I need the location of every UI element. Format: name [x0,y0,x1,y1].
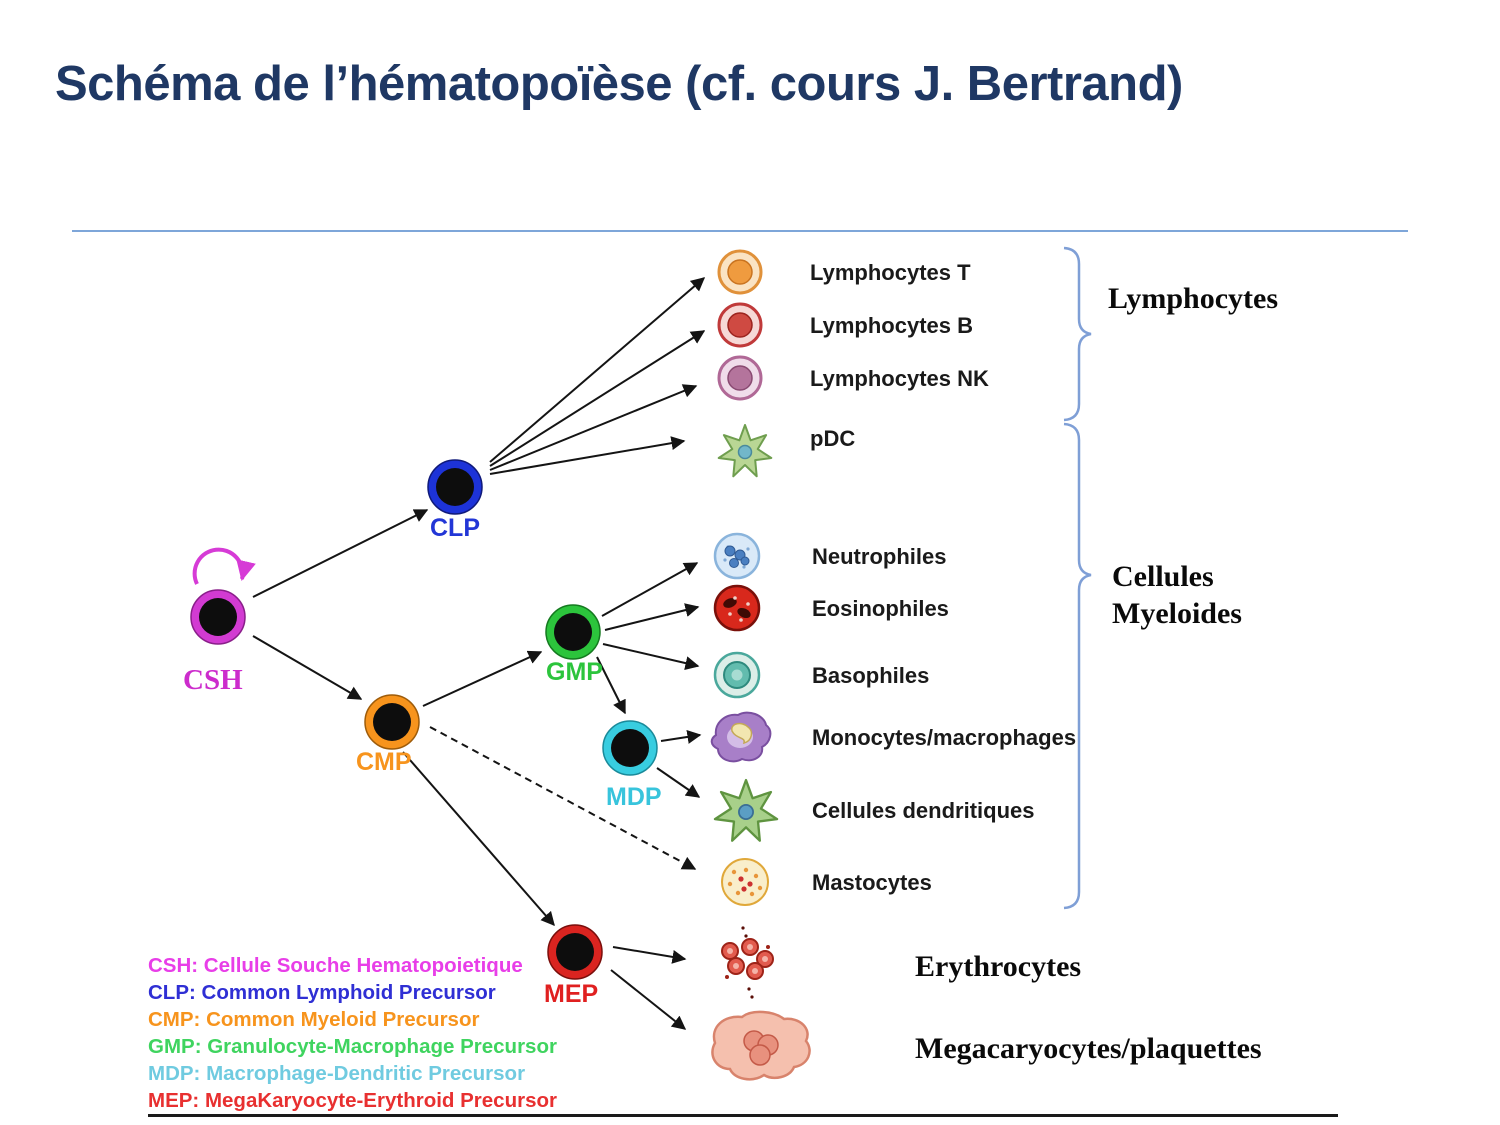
bottom-divider [148,1114,1338,1117]
legend-item-mdp: MDP: Macrophage-Dendritic Precursor [148,1062,526,1085]
arrow-gmp-neutrophile [601,562,699,617]
csh-cell [190,547,256,645]
lymphocytes-brace [1063,246,1092,422]
arrow-clp-lymphocyte-t [489,277,706,463]
arrow-cmp-mep [402,751,555,927]
arrow-gmp-mdp [596,656,626,715]
lymphocytes-b-label: Lymphocytes B [810,313,974,338]
top-divider [72,230,1408,232]
group-label-myeloides-line2: Myeloides [1112,597,1242,630]
neutrophiles-label: Neutrophiles [812,544,947,569]
mep-cell [547,924,603,980]
lymphocyte-nk-cell [717,355,763,401]
lymphocytes-t-label: Lymphocytes T [810,260,971,285]
clp-label: CLP [430,514,480,542]
mastocytes-label: Mastocytes [812,870,932,895]
legend-item-csh: CSH: Cellule Souche Hematopoietique [148,954,523,977]
mastocyte-cell [721,858,769,906]
erythrocytes-cluster [721,938,774,980]
lymphocyte-t-cell [717,249,763,295]
mep-label: MEP [544,980,599,1008]
platelet-specks [741,926,754,999]
pdc-cell [717,424,773,478]
pdc-label: pDC [810,426,856,451]
arrow-gmp-basophile [602,643,700,670]
myeloides-brace [1063,422,1092,910]
neutrophile-cell [713,532,761,580]
arrow-csh-cmp [252,635,363,700]
group-label-myeloides: Cellules Myeloides [1112,558,1242,632]
lymphocytes-nk-label: Lymphocytes NK [810,366,989,391]
mdp-cell [602,720,658,776]
group-label-lymphocytes: Lymphocytes [1108,282,1279,315]
legend-item-clp: CLP: Common Lymphoid Precursor [148,981,496,1004]
erythrocytes-label: Erythrocytes [915,950,1082,983]
monocytes-label: Monocytes/macrophages [812,725,1077,750]
lineage-arrows [252,277,706,1030]
megacaryocytes-label: Megacaryocytes/plaquettes [915,1032,1262,1065]
legend-item-gmp: GMP: Granulocyte-Macrophage Precursor [148,1035,557,1058]
page-title: Schéma de l’hématopoïèse (cf. cours J. B… [55,57,1183,111]
arrow-mdp-monocyte [660,729,702,744]
lymphocyte-b-cell [717,302,763,348]
eosinophile-cell [713,584,761,632]
arrow-clp-lymphocyte-b [489,330,706,467]
basophiles-label: Basophiles [812,663,930,688]
arrow-mep-megacaryocyte [610,969,687,1030]
dendritique-cell [713,778,779,842]
legend-item-mep: MEP: MegaKaryocyte-Erythroid Precursor [148,1089,557,1112]
csh-label: CSH [183,664,243,696]
arrow-clp-pdc [489,436,686,475]
arrow-clp-lymphocyte-nk [489,384,698,471]
abbreviation-legend: CSH: Cellule Souche Hematopoietique CLP:… [148,952,557,1114]
basophile-cell [713,651,761,699]
megacaryocyte-cell [711,1010,811,1081]
cmp-cell [364,694,420,750]
gmp-cell [545,604,601,660]
eosinophiles-label: Eosinophiles [812,596,949,621]
arrow-cmp-mastocyte [429,726,697,870]
arrow-csh-clp [252,509,429,598]
self-renewal-arrow [192,547,256,585]
legend-item-cmp: CMP: Common Myeloid Precursor [148,1008,480,1031]
arrow-mdp-dendritique [656,767,701,798]
group-label-myeloides-line1: Cellules [1112,560,1214,593]
mdp-label: MDP [606,783,662,811]
dendritiques-label: Cellules dendritiques [812,798,1035,823]
monocyte-cell [710,711,772,763]
gmp-label: GMP [546,658,603,686]
arrow-mep-erythrocyte [612,946,687,964]
arrow-gmp-eosinophile [604,603,700,631]
cmp-label: CMP [356,748,412,776]
arrow-cmp-gmp [422,650,543,707]
clp-cell [427,459,483,515]
